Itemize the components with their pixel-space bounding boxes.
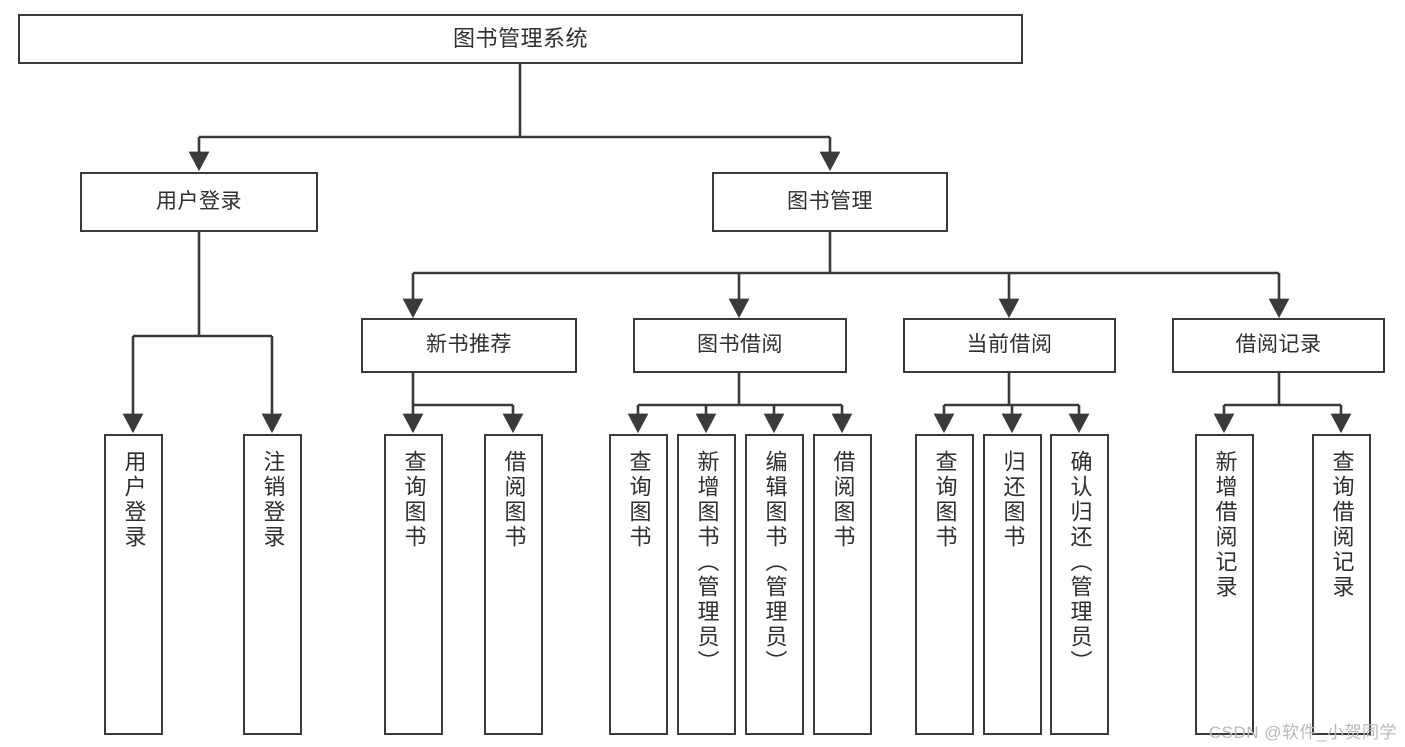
- csdn-watermark: CSDN @软件_小贺同学: [1208, 723, 1397, 742]
- node-label: 新书推荐: [426, 333, 512, 357]
- leaf-query-book-current[interactable]: 查询图书: [915, 434, 974, 735]
- leaf-borrow-book-recommend[interactable]: 借阅图书: [484, 434, 543, 735]
- node-label: 借阅记录: [1235, 333, 1322, 357]
- node-label: 新增借阅记录: [1212, 450, 1238, 600]
- node-user-login[interactable]: 用户登录: [80, 172, 318, 232]
- node-label: 查询图书: [401, 450, 427, 550]
- node-label: 注销登录: [260, 450, 286, 550]
- leaf-confirm-return-admin[interactable]: 确认归还（管理员）: [1050, 434, 1109, 735]
- node-label: 图书管理: [787, 189, 873, 213]
- leaf-user-login[interactable]: 用户登录: [104, 434, 163, 735]
- node-book-manage[interactable]: 图书管理: [712, 172, 948, 232]
- node-label: 归还图书: [1000, 450, 1026, 550]
- leaf-borrow-book[interactable]: 借阅图书: [813, 434, 872, 735]
- leaf-query-book-borrow[interactable]: 查询图书: [609, 434, 668, 735]
- node-label: 借阅图书: [830, 450, 856, 550]
- node-book-borrow[interactable]: 图书借阅: [633, 318, 847, 373]
- node-current-borrow[interactable]: 当前借阅: [903, 318, 1116, 373]
- node-borrow-record[interactable]: 借阅记录: [1172, 318, 1385, 373]
- node-label: 用户登录: [156, 189, 242, 213]
- leaf-query-borrow-record[interactable]: 查询借阅记录: [1312, 434, 1371, 735]
- leaf-add-book-admin[interactable]: 新增图书（管理员）: [677, 434, 736, 735]
- node-label: 用户登录: [121, 450, 147, 550]
- leaf-logout[interactable]: 注销登录: [243, 434, 302, 735]
- leaf-return-book[interactable]: 归还图书: [983, 434, 1042, 735]
- node-root[interactable]: 图书管理系统: [18, 14, 1023, 64]
- node-label: 新增图书（管理员）: [694, 450, 720, 675]
- node-label: 查询借阅记录: [1329, 450, 1355, 600]
- node-label: 查询图书: [626, 450, 652, 550]
- node-label: 当前借阅: [966, 333, 1053, 357]
- node-label: 查询图书: [932, 450, 958, 550]
- leaf-query-book-recommend[interactable]: 查询图书: [384, 434, 443, 735]
- node-label: 图书借阅: [697, 333, 783, 357]
- node-label: 借阅图书: [501, 450, 527, 550]
- leaf-edit-book-admin[interactable]: 编辑图书（管理员）: [745, 434, 804, 735]
- leaf-add-borrow-record[interactable]: 新增借阅记录: [1195, 434, 1254, 735]
- node-label: 图书管理系统: [452, 26, 588, 52]
- node-new-book-recommend[interactable]: 新书推荐: [361, 318, 577, 373]
- node-label: 确认归还（管理员）: [1067, 450, 1093, 675]
- node-label: 编辑图书（管理员）: [762, 450, 788, 675]
